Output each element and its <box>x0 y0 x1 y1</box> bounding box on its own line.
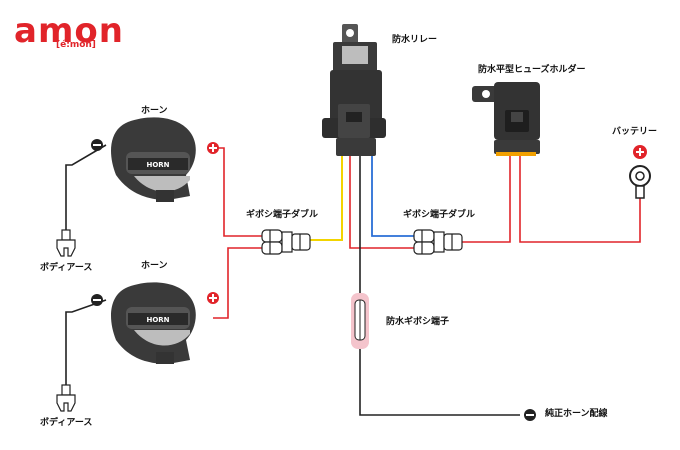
relay <box>322 24 386 156</box>
wire-red-tap-fuse <box>460 155 511 243</box>
waterproof-terminal <box>351 293 369 349</box>
wire-red-bottom-horn <box>213 247 262 319</box>
wire-black-earth-bottom <box>65 299 107 385</box>
wire-blue <box>371 155 414 237</box>
body-earth-top-label: ボディアース <box>40 263 93 273</box>
fuse-holder-label: 防水平型ヒューズホルダー <box>478 65 586 75</box>
horn-top-label: ホーン <box>141 106 168 116</box>
amon-logo: amon <box>14 11 124 51</box>
relay-label: 防水リレー <box>392 35 438 45</box>
body-earth-bottom-label: ボディアース <box>40 418 93 428</box>
wire-red-top-horn <box>213 147 262 237</box>
double-tap-right <box>413 229 463 255</box>
amon-logo-reading: [é:mon] <box>56 40 96 50</box>
horn-bottom <box>111 282 196 364</box>
double-tap-right-label: ギボシ端子ダブル <box>403 210 476 220</box>
waterproof-terminal-label: 防水ギボシ端子 <box>386 317 450 327</box>
body-earth-terminal-top <box>56 229 76 257</box>
polarity-markers <box>91 139 536 421</box>
horn-top <box>111 117 196 202</box>
fuse-holder <box>472 82 540 156</box>
horn-bottom-label: ホーン <box>141 261 168 271</box>
wire-red-fuse-battery <box>519 155 641 243</box>
genuine-horn-label: 純正ホーン配線 <box>545 409 608 419</box>
body-earth-terminal-bottom <box>56 384 76 412</box>
battery-label: バッテリー <box>612 127 658 137</box>
horn-bottom-badge: HORN <box>146 316 169 324</box>
wire-black-earth-top <box>65 144 107 230</box>
battery-terminal <box>629 145 651 199</box>
double-tap-left-label: ギボシ端子ダブル <box>246 210 319 220</box>
wire-red-relay <box>349 155 414 249</box>
wire-black-genuine <box>359 155 520 416</box>
horn-top-badge: HORN <box>146 161 169 169</box>
double-tap-left <box>261 229 311 255</box>
wire-yellow <box>310 155 343 241</box>
